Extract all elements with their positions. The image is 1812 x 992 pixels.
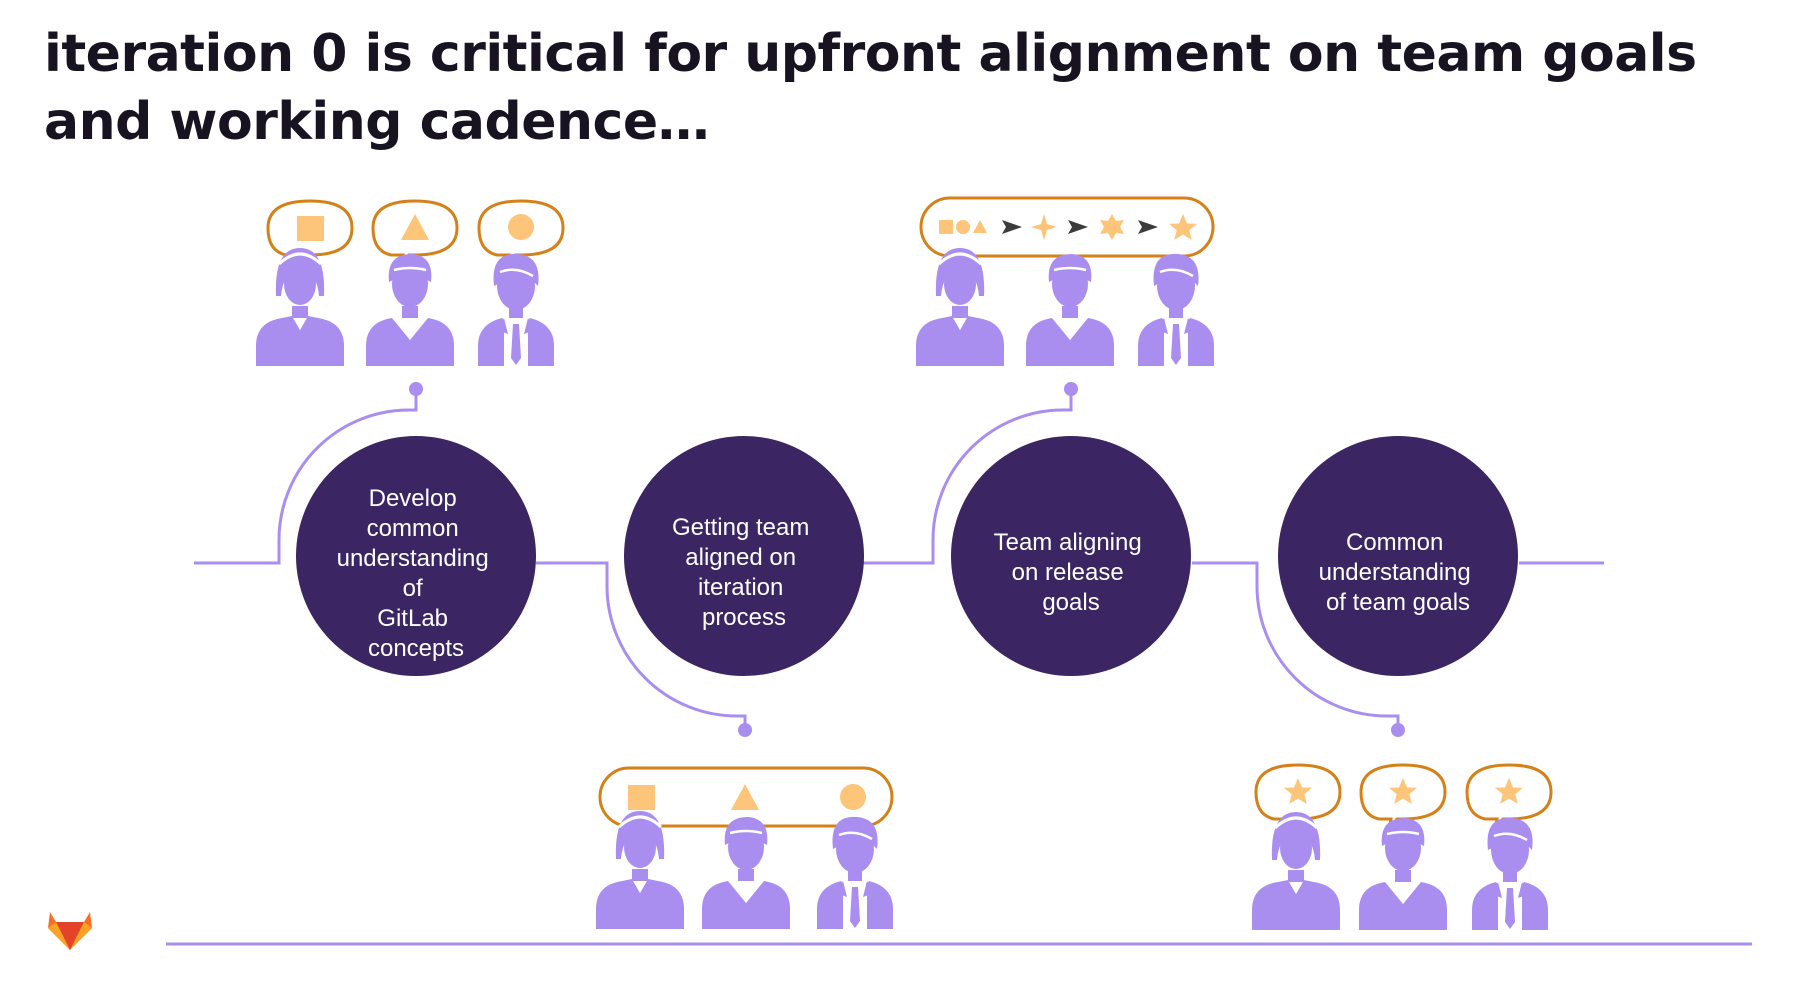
page-title: iteration 0 is critical for upfront alig… [44, 24, 1697, 152]
people-group-3 [914, 196, 1216, 368]
man-icon [700, 815, 792, 931]
arrow-icon [1002, 220, 1022, 234]
man-icon [1357, 816, 1449, 932]
connector-dot [1391, 723, 1405, 737]
circle-icon [956, 220, 970, 234]
step-label: Team aligning on release goals [994, 529, 1149, 616]
arrow-icon [1068, 220, 1088, 234]
triangle-icon [401, 214, 429, 240]
man-with-tie-icon [476, 252, 556, 368]
circle-icon [508, 214, 534, 240]
step-label: Develop common understanding of GitLab c… [337, 485, 496, 662]
people-group-2 [594, 766, 895, 931]
step-circle [296, 436, 536, 676]
square-icon [297, 216, 324, 241]
woman-icon [594, 809, 686, 931]
square-icon [939, 220, 953, 234]
step-label: Getting team aligned on iteration proces… [672, 514, 816, 631]
man-with-tie-icon [1470, 816, 1550, 932]
man-icon [1024, 252, 1116, 368]
step-4: Common understanding of team goals [1278, 436, 1518, 676]
step-3: Team aligning on release goals [951, 436, 1191, 676]
square-icon [628, 785, 655, 810]
woman-icon [254, 246, 346, 368]
woman-icon [914, 246, 1006, 368]
connector-dot [1064, 382, 1078, 396]
burst-star-icon [1100, 214, 1124, 240]
timeline-connector [194, 390, 1604, 729]
step-2: Getting team aligned on iteration proces… [624, 436, 864, 676]
triangle-icon [731, 784, 759, 810]
connector-dot [409, 382, 423, 396]
man-icon [364, 252, 456, 368]
step-label: Common understanding of team goals [1319, 529, 1478, 616]
step-circle [1278, 436, 1518, 676]
people-group-1 [254, 199, 565, 368]
sparkle-icon [1031, 214, 1057, 240]
people-group-4 [1250, 763, 1553, 932]
step-circle [624, 436, 864, 676]
step-circle [951, 436, 1191, 676]
gitlab-logo-icon [48, 912, 92, 950]
arrow-icon [1138, 220, 1158, 234]
circle-icon [840, 784, 866, 810]
triangle-icon [973, 220, 987, 233]
man-with-tie-icon [1136, 252, 1216, 368]
step-1: Develop common understanding of GitLab c… [296, 436, 536, 676]
woman-icon [1250, 810, 1342, 932]
man-with-tie-icon [815, 815, 895, 931]
connector-dot [738, 723, 752, 737]
